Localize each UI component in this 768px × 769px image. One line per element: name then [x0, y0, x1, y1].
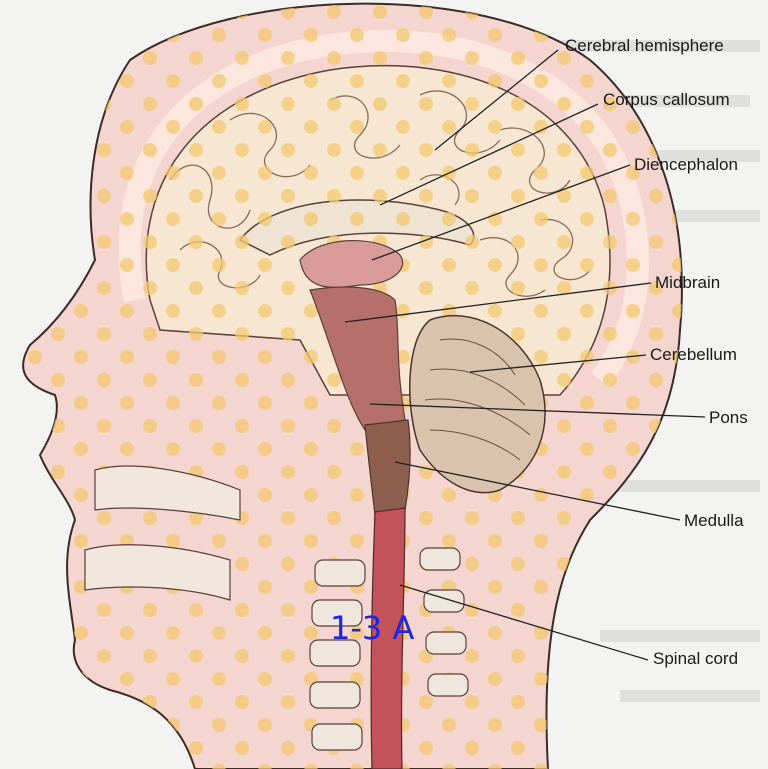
label-corpus-callosum: Corpus callosum: [603, 91, 730, 108]
figure-label: 1-3 A: [330, 612, 414, 644]
label-spinal-cord: Spinal cord: [653, 650, 738, 667]
label-diencephalon: Diencephalon: [634, 156, 738, 173]
label-cerebellum: Cerebellum: [650, 346, 737, 363]
label-medulla: Medulla: [684, 512, 744, 529]
label-pons: Pons: [709, 409, 748, 426]
label-cerebral-hemisphere: Cerebral hemisphere: [565, 37, 724, 54]
label-midbrain: Midbrain: [655, 274, 720, 291]
